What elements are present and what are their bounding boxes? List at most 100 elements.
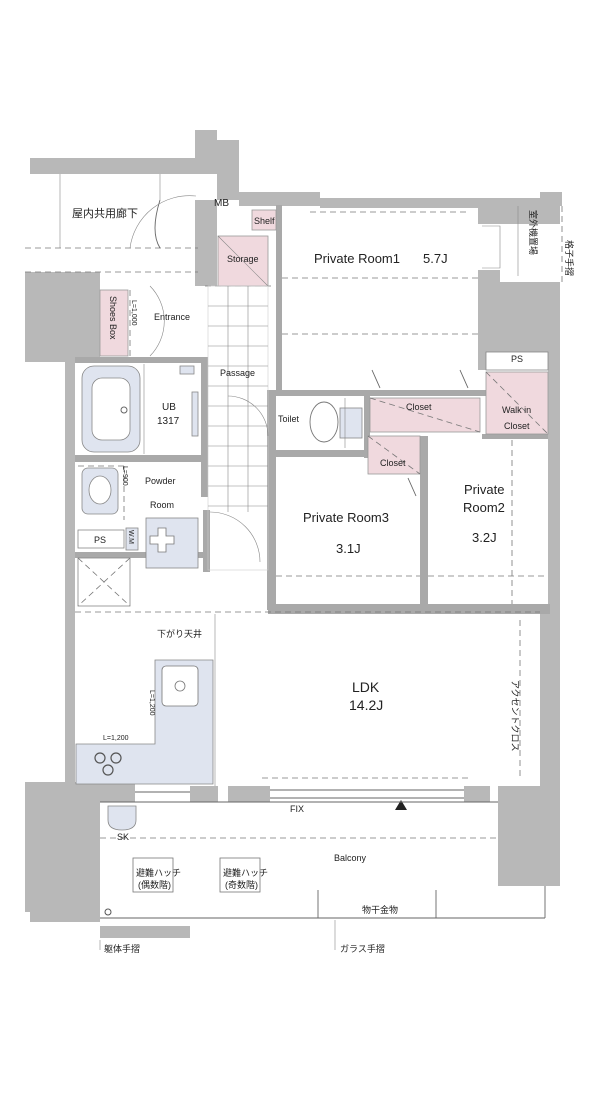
toilet-tank [339, 407, 363, 439]
room1-details [282, 211, 501, 389]
wall-toilet-bottom [276, 450, 426, 457]
passage-label: Passage [220, 368, 255, 378]
wall-ldk-bottom-right [464, 786, 490, 802]
stove-burner-left [94, 752, 106, 764]
hatch2-label-1: 避難ハッチ [223, 867, 268, 878]
passage-tiles [207, 285, 269, 571]
wall-ldk-bottom-left [75, 782, 135, 802]
wall-top-right [540, 192, 562, 206]
corridor-label: 屋内共用廊下 [72, 206, 138, 220]
hatch1-label-1: 避難ハッチ [136, 867, 181, 878]
wall-powder-right [203, 510, 210, 572]
wall-balcony-left-foot [30, 912, 100, 922]
powder-label-2: Room [150, 500, 174, 510]
drying-hardware-label: 物干金物 [362, 904, 398, 915]
bath-shelf [179, 365, 195, 375]
ldk-windows [135, 789, 464, 810]
glass-rail-label: ガラス手摺 [340, 943, 385, 954]
closet-upper-label: Closet [406, 402, 432, 412]
hatch2 [219, 857, 261, 893]
wall-balcony-parapet [100, 926, 190, 938]
walk-in-closet-label: Closet [504, 421, 530, 431]
ps-top-label: PS [511, 354, 523, 364]
wall-toilet-right [364, 390, 370, 458]
accent-cloth-label: アクセントクロス [510, 680, 520, 752]
lattice-rail-label: 格子手摺 [564, 240, 575, 276]
hatch1 [132, 857, 174, 893]
wall-ub-right [201, 357, 208, 497]
balcony-label: Balcony [334, 853, 367, 863]
wall-left-upper [25, 272, 65, 362]
rooms-details [75, 440, 548, 786]
kitchen [75, 659, 214, 785]
wall-toilet-top [276, 390, 368, 396]
sk-label: SK [117, 832, 129, 842]
l900-label: L=900 [121, 466, 128, 486]
wall-right-ldk [540, 614, 560, 786]
room2-size-label: 3.2J [472, 530, 497, 545]
room3-size-label: 3.1J [336, 541, 361, 556]
wall-entrance-left [65, 272, 100, 362]
ub-size-label: 1317 [157, 416, 180, 427]
outdoor-unit-label: 室外機置場 [528, 210, 539, 255]
wm-tap [125, 527, 139, 551]
entrance-label: Entrance [154, 312, 190, 322]
l1200-horizontal-label: L=1,200 [103, 735, 129, 742]
wall-ub-bottom [75, 455, 207, 462]
walls [25, 130, 562, 938]
entry-triangle [395, 800, 407, 810]
hatch1-label-2: (偶数階) [138, 879, 171, 890]
powder-room [77, 465, 199, 569]
private-room1-label: Private Room1 [314, 251, 400, 266]
balcony [99, 801, 546, 950]
ps-left-label: PS [94, 535, 106, 545]
ldk-label: LDK [352, 679, 380, 695]
private-room3-label: Private Room3 [303, 510, 389, 525]
wall-mb-column [195, 130, 217, 174]
l1200-vertical-label: L=1,200 [148, 690, 155, 716]
bath-bar [191, 391, 199, 437]
ldk-size-label: 14.2J [349, 697, 383, 713]
wall-balcony-left [25, 800, 100, 912]
wm-label: W.M [127, 530, 134, 544]
utility-hatched [77, 557, 131, 607]
wall-right-top [478, 206, 560, 224]
lowered-ceiling-label: 下がり天井 [157, 628, 202, 639]
wall-powder-bottom [75, 552, 210, 558]
storage-label: Storage [227, 254, 259, 264]
toilet-label: Toilet [278, 414, 300, 424]
wall-left-main [65, 362, 75, 782]
l1000-label: L=1,000 [130, 300, 137, 326]
wall-mb-right [217, 140, 239, 200]
hatch2-label-2: (奇数階) [225, 879, 258, 890]
wall-right-column [478, 270, 500, 370]
wall-passage-right [267, 390, 276, 610]
wall-walkin-bottom [482, 434, 548, 439]
stove-burner-right [110, 752, 122, 764]
labels: 屋内共用廊下 MB Shelf Storage Private Room1 5.… [72, 198, 575, 954]
wall-right-lower [498, 786, 560, 886]
wall-right-mid [548, 370, 560, 614]
fix-label: FIX [290, 804, 304, 814]
shoes-box-area [99, 289, 129, 357]
body-rail-label: 躯体手摺 [104, 943, 140, 954]
corridor-lines [25, 174, 563, 287]
shoes-box-label: Shoes Box [108, 296, 118, 340]
walk-in-label: Walk in [502, 405, 531, 415]
wall-room3-bottom [268, 604, 428, 614]
wall-room1-left [276, 205, 282, 390]
wall-room3-room2 [420, 436, 428, 611]
shelf-area [251, 209, 277, 231]
shelf-label: Shelf [254, 216, 275, 226]
ub-label: UB [162, 402, 176, 413]
ps-box-top [485, 351, 549, 371]
wall-ldk-bottom-mid2 [228, 786, 270, 802]
kitchen-sink [161, 665, 199, 707]
ps-box-left [77, 529, 125, 549]
wall-top-mid [239, 192, 320, 206]
unit-bath [81, 364, 199, 454]
wall-ldk-bottom-mid [190, 786, 218, 802]
wall-top-window [320, 198, 540, 208]
toilet [309, 398, 363, 448]
